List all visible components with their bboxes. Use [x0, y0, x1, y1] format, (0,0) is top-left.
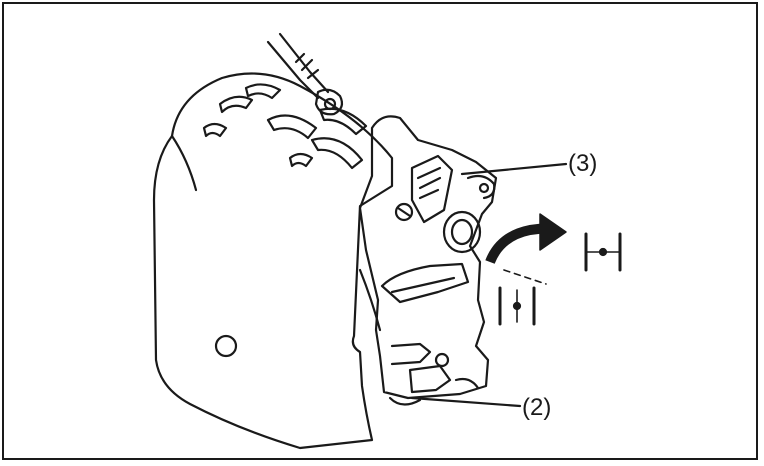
vent-slot [266, 114, 318, 140]
choke-open-icon [498, 286, 536, 326]
mounting-hole [214, 334, 238, 358]
leader-line-3 [460, 162, 568, 176]
vent-slot [318, 107, 368, 136]
callout-2: (2) [522, 394, 552, 421]
intake-bore [442, 210, 482, 254]
leader-line-2 [410, 396, 522, 408]
choke-closed-icon [584, 232, 622, 272]
rotate-arrow-icon [485, 213, 567, 285]
choke-lever [410, 154, 454, 224]
vent-slot [288, 152, 314, 168]
vent-slot [244, 83, 282, 100]
vent-slot [310, 137, 364, 170]
adjust-screw [394, 202, 414, 222]
vent-slot [202, 122, 228, 138]
throttle-cable [266, 32, 344, 116]
callout-3: (3) [568, 150, 598, 177]
engine-cover [152, 72, 394, 450]
carburetor-body [358, 115, 498, 406]
figure-frame [2, 2, 758, 460]
vent-slot [218, 95, 254, 114]
